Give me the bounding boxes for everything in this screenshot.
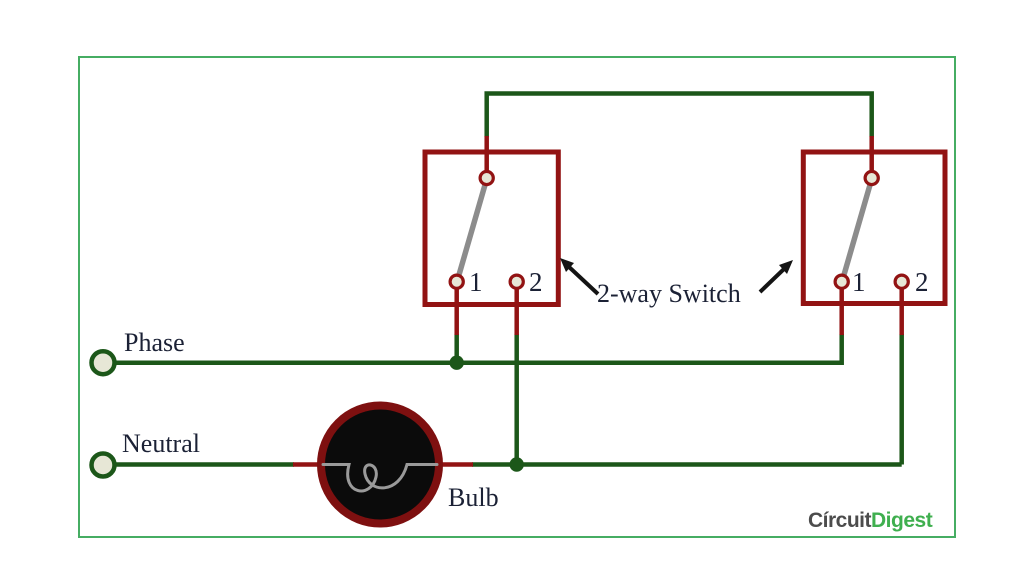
right-terminal-1	[833, 273, 850, 290]
right-terminal-2	[893, 273, 910, 290]
left-terminal-2	[508, 273, 525, 290]
phase-label: Phase	[124, 328, 185, 357]
bulb-symbol	[317, 401, 443, 528]
bulb-label: Bulb	[448, 483, 499, 512]
wire-switch-common-link	[484, 91, 874, 137]
circuitdigest-logo: CírcuitDigest	[808, 509, 933, 532]
left-terminal-1	[448, 273, 465, 290]
left-terminal2-label: 2	[529, 267, 543, 297]
right-terminal2-label: 2	[915, 267, 929, 297]
left-switch-box	[422, 149, 561, 307]
right-switch-box	[800, 149, 948, 306]
logo-green-part: Digest	[871, 509, 933, 532]
neutral-terminal	[89, 451, 117, 479]
right-annotation-arrow	[758, 266, 787, 294]
neutral-label: Neutral	[122, 429, 200, 458]
phase-terminal	[89, 348, 117, 377]
left-annotation-arrowhead	[560, 258, 574, 272]
left-annotation-arrow	[566, 264, 600, 296]
right-terminal1-label: 1	[852, 267, 866, 297]
left-terminal1-label: 1	[469, 267, 483, 297]
junction-phase	[449, 355, 464, 370]
right-annotation-arrowhead	[779, 260, 793, 274]
two-way-switch-label: 2-way Switch	[597, 279, 741, 308]
right-common-terminal	[863, 169, 880, 187]
bulb-filament	[321, 463, 439, 493]
logo-gray-part: Círcuit	[808, 509, 872, 532]
right-switch-lever	[839, 176, 875, 283]
junction-neutral	[509, 457, 524, 472]
wire-phase-line	[116, 334, 844, 365]
left-common-terminal	[478, 169, 495, 187]
left-switch-lever	[454, 176, 490, 283]
